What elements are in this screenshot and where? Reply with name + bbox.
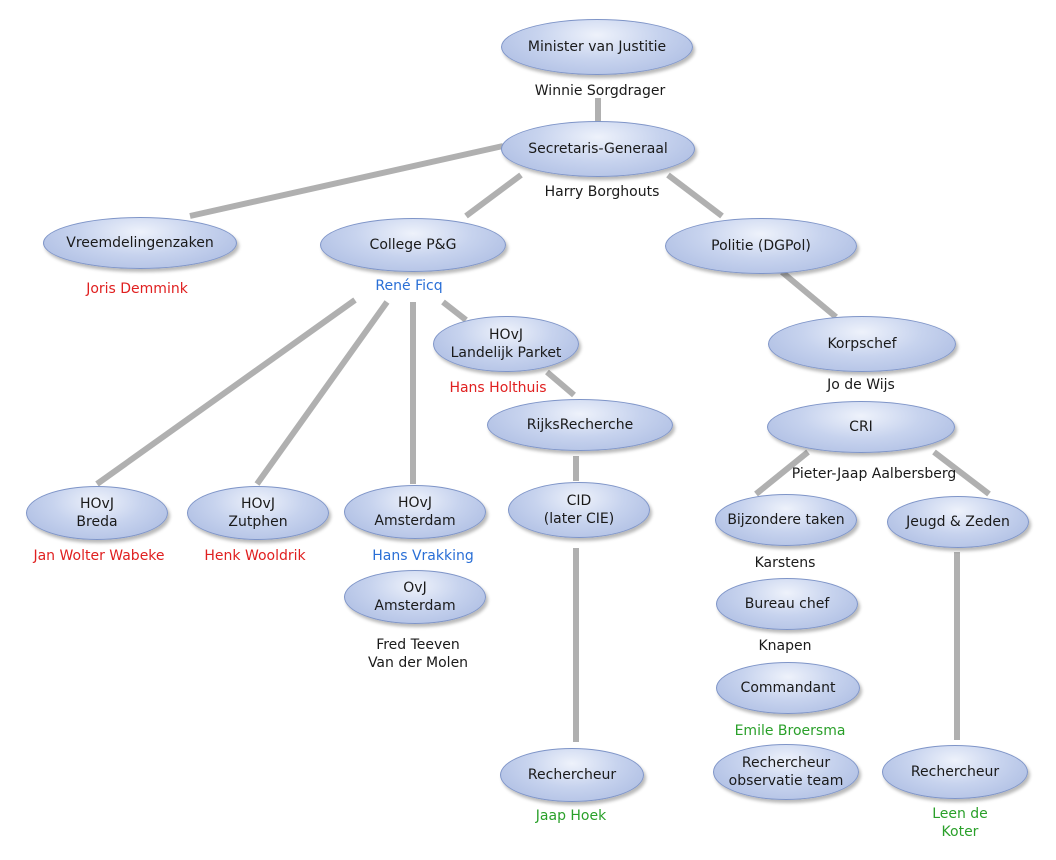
node-vreemdelingenzaken[interactable]: Vreemdelingenzaken (43, 217, 237, 269)
edge-college-breda (95, 297, 357, 487)
node-label: Korpschef (827, 336, 897, 352)
node-hovj-zutphen[interactable]: HOvJ Zutphen (187, 486, 329, 540)
node-bureau-chef[interactable]: Bureau chef (716, 578, 858, 630)
caption-ovj-amsterdam: Fred Teeven Van der Molen (367, 637, 469, 671)
caption-commandant: Emile Broersma (734, 723, 846, 739)
edge-cri-jeugd (932, 449, 991, 497)
node-label: HOvJ Zutphen (228, 496, 288, 530)
caption-vreemdelingenzaken: Joris Demmink (86, 281, 188, 297)
edge-sg-politie (666, 172, 724, 219)
caption-college: René Ficq (375, 278, 443, 294)
edge-college-zutphen (254, 300, 390, 486)
node-ovj-amsterdam[interactable]: OvJ Amsterdam (344, 570, 486, 624)
node-minister-van-justitie[interactable]: Minister van Justitie (501, 19, 693, 75)
node-rechercheur-cid[interactable]: Rechercheur (500, 748, 644, 802)
node-label: RijksRecherche (526, 417, 634, 433)
node-label: CID (later CIE) (543, 493, 615, 527)
node-hovj-amsterdam[interactable]: HOvJ Amsterdam (344, 485, 486, 539)
node-label: HOvJ Landelijk Parket (450, 327, 562, 361)
node-label: Bureau chef (744, 596, 830, 612)
caption-hovj-lp: Hans Holthuis (449, 380, 547, 396)
node-commandant[interactable]: Commandant (716, 662, 860, 714)
node-label: HOvJ Breda (76, 496, 118, 530)
edge-sg-college (464, 172, 523, 219)
node-jeugd-zeden[interactable]: Jeugd & Zeden (887, 496, 1029, 548)
node-label: College P&G (369, 237, 457, 253)
caption-sg: Harry Borghouts (544, 184, 660, 200)
caption-korpschef: Jo de Wijs (827, 377, 895, 393)
node-label: Rechercheur (527, 767, 617, 783)
caption-hovj-breda: Jan Wolter Wabeke (33, 548, 165, 564)
caption-cri: Pieter-Jaap Aalbersberg (791, 466, 957, 482)
node-rechercheur-jeugd[interactable]: Rechercheur (882, 745, 1028, 799)
node-label: OvJ Amsterdam (374, 580, 456, 614)
node-label: Politie (DGPol) (711, 238, 811, 254)
caption-bijzondere: Karstens (754, 555, 816, 571)
node-politie-dgpol[interactable]: Politie (DGPol) (665, 218, 857, 274)
node-label: Vreemdelingenzaken (66, 235, 214, 251)
node-korpschef[interactable]: Korpschef (768, 316, 956, 372)
node-college-pg[interactable]: College P&G (320, 218, 506, 272)
node-label: HOvJ Amsterdam (374, 495, 456, 529)
node-label: Jeugd & Zeden (906, 514, 1010, 530)
node-label: Minister van Justitie (527, 39, 667, 55)
node-rechercheur-observatie-team[interactable]: Rechercheur observatie team (713, 744, 859, 800)
edge-cri-bijzondere (754, 449, 810, 497)
caption-bureau: Knapen (758, 638, 812, 654)
node-bijzondere-taken[interactable]: Bijzondere taken (715, 494, 857, 546)
node-hovj-breda[interactable]: HOvJ Breda (26, 486, 168, 540)
edge-sg-vreemdelingen (189, 143, 504, 219)
node-label: Commandant (740, 680, 836, 696)
node-cid[interactable]: CID (later CIE) (508, 482, 650, 538)
caption-rechercheur-cid: Jaap Hoek (535, 808, 607, 824)
edge-college-hovj-lp (441, 299, 468, 323)
node-label: Bijzondere taken (727, 512, 845, 528)
caption-hovj-amsterdam: Hans Vrakking (372, 548, 474, 564)
caption-minister: Winnie Sorgdrager (534, 83, 666, 99)
node-hovj-landelijk-parket[interactable]: HOvJ Landelijk Parket (433, 316, 579, 372)
node-cri[interactable]: CRI (767, 401, 955, 453)
node-label: Rechercheur observatie team (728, 755, 844, 789)
node-secretaris-generaal[interactable]: Secretaris-Generaal (501, 121, 695, 177)
node-label: Secretaris-Generaal (528, 141, 668, 157)
edge-hovj-lp-rijks (545, 369, 576, 398)
edge-politie-korpschef (780, 269, 838, 320)
caption-rechercheur-jeugd: Leen de Koter (932, 806, 988, 840)
node-rijksrecherche[interactable]: RijksRecherche (487, 399, 673, 451)
caption-hovj-zutphen: Henk Wooldrik (204, 548, 306, 564)
node-label: Rechercheur (910, 764, 1000, 780)
node-label: CRI (849, 419, 873, 435)
